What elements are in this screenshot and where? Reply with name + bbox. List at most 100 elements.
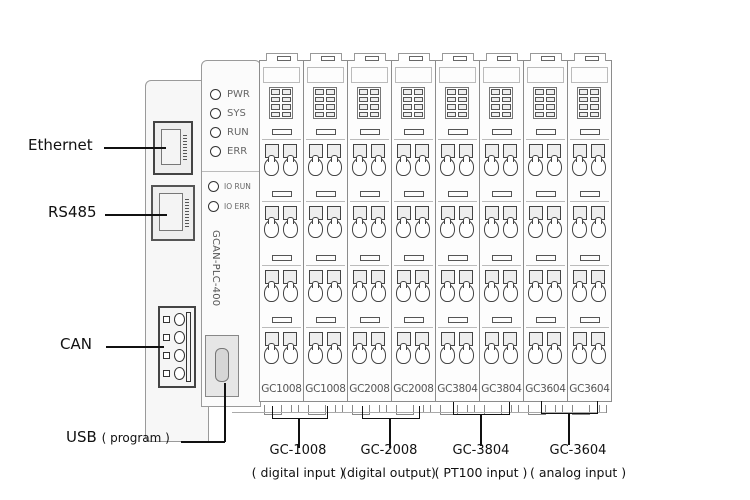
wire-clamp-icon bbox=[591, 217, 606, 238]
callout-usb-label: USB bbox=[66, 428, 97, 446]
slot-icon bbox=[360, 129, 380, 135]
wire-clamp-icon bbox=[283, 217, 298, 238]
wire-clamp-icon bbox=[327, 343, 342, 364]
wire-clamp-icon bbox=[264, 217, 279, 238]
slot-icon bbox=[536, 255, 556, 261]
wire-clamp-icon bbox=[352, 343, 367, 364]
wire-clamp-icon bbox=[459, 281, 474, 302]
terminal-pair bbox=[350, 139, 389, 198]
module-foot bbox=[528, 405, 546, 415]
slot-icon bbox=[448, 191, 468, 197]
module-latch bbox=[266, 53, 298, 61]
callout-ethernet: Ethernet bbox=[28, 136, 93, 154]
wire-clamp-icon bbox=[572, 281, 587, 302]
module-header bbox=[307, 67, 344, 83]
wire-clamp-icon bbox=[440, 155, 455, 176]
wire-clamp-icon bbox=[396, 281, 411, 302]
wire-clamp-icon bbox=[547, 281, 562, 302]
slot-icon bbox=[536, 191, 556, 197]
slot-icon bbox=[580, 191, 600, 197]
io-module: GC1008 bbox=[303, 53, 348, 415]
terminal-pair bbox=[438, 201, 477, 260]
bracket-gc1008 bbox=[272, 406, 328, 419]
bracket-stem bbox=[389, 418, 391, 448]
wire-clamp-icon bbox=[591, 343, 606, 364]
wire-clamp-icon bbox=[415, 343, 430, 364]
module-latch bbox=[310, 53, 342, 61]
wire-clamp-icon bbox=[528, 343, 543, 364]
slot-icon bbox=[448, 317, 468, 323]
wire-clamp-icon bbox=[308, 281, 323, 302]
terminal-pair bbox=[438, 327, 477, 386]
usb-socket-icon bbox=[215, 348, 229, 382]
wire-clamp-icon bbox=[528, 217, 543, 238]
wire-clamp-icon bbox=[547, 217, 562, 238]
slot-icon bbox=[360, 317, 380, 323]
wire-clamp-icon bbox=[371, 343, 386, 364]
wire-clamp-icon bbox=[459, 217, 474, 238]
wire-clamp-icon bbox=[264, 281, 279, 302]
bracket-stem bbox=[480, 414, 482, 446]
module-header bbox=[351, 67, 388, 83]
led-indicator-icon bbox=[208, 181, 219, 192]
module-header bbox=[571, 67, 608, 83]
slot-icon bbox=[580, 129, 600, 135]
led-err: ERR bbox=[210, 146, 247, 157]
module-header bbox=[527, 67, 564, 83]
slot-icon bbox=[492, 129, 512, 135]
io-module: GC3804 bbox=[435, 53, 480, 415]
module-label: GC2008 bbox=[393, 383, 434, 395]
slot-icon bbox=[448, 129, 468, 135]
bracket-gc2008 bbox=[362, 406, 420, 419]
terminal-pair bbox=[306, 327, 345, 386]
panel-divider bbox=[202, 171, 260, 172]
terminal-pair bbox=[394, 139, 433, 198]
wire-clamp-icon bbox=[327, 281, 342, 302]
wire-clamp-icon bbox=[371, 155, 386, 176]
wire-clamp-icon bbox=[283, 343, 298, 364]
terminal-pair bbox=[262, 201, 301, 260]
led-label: SYS bbox=[227, 108, 246, 119]
module-latch bbox=[354, 53, 386, 61]
slot-icon bbox=[580, 317, 600, 323]
group-label-gc1008: GC-1008 ( digital input ) bbox=[250, 440, 346, 484]
group-description: (digital output) bbox=[342, 465, 436, 480]
wire-clamp-icon bbox=[484, 217, 499, 238]
led-indicator-icon bbox=[210, 127, 221, 138]
module-latch bbox=[398, 53, 430, 61]
module-led-grid-icon bbox=[533, 87, 557, 119]
slot-icon bbox=[448, 255, 468, 261]
wire-clamp-icon bbox=[415, 281, 430, 302]
group-description: ( PT100 input ) bbox=[434, 465, 528, 480]
leader-line-usb-v bbox=[224, 383, 226, 442]
module-label: GC3604 bbox=[569, 383, 610, 395]
group-label-gc3804: GC-3804 ( PT100 input ) bbox=[433, 440, 529, 484]
module-led-grid-icon bbox=[489, 87, 513, 119]
io-module: GC1008 bbox=[259, 53, 304, 415]
module-foot bbox=[396, 405, 414, 415]
pin-contacts bbox=[183, 135, 187, 161]
led-label: RUN bbox=[227, 127, 249, 138]
terminal-pair bbox=[570, 139, 609, 198]
callout-usb: USB ( program ) bbox=[66, 428, 170, 446]
slot-icon bbox=[360, 191, 380, 197]
terminal-pair bbox=[526, 327, 565, 386]
terminal-pair bbox=[350, 201, 389, 260]
slot-icon bbox=[316, 191, 336, 197]
bracket-stem bbox=[568, 413, 570, 445]
module-label: GC3604 bbox=[525, 383, 566, 395]
slot-icon bbox=[492, 317, 512, 323]
led-sys: SYS bbox=[210, 108, 246, 119]
terminal-pair bbox=[526, 265, 565, 324]
terminal-pair bbox=[482, 201, 521, 260]
wire-clamp-icon bbox=[459, 343, 474, 364]
led-io-err: IO ERR bbox=[208, 201, 250, 212]
terminal-pair bbox=[526, 201, 565, 260]
wire-clamp-icon bbox=[396, 217, 411, 238]
io-module: GC2008 bbox=[391, 53, 436, 415]
leader-line-rs485 bbox=[105, 214, 167, 216]
slot-icon bbox=[404, 129, 424, 135]
terminal-bar bbox=[186, 312, 191, 382]
wire-clamp-icon bbox=[440, 217, 455, 238]
wire-clamp-icon bbox=[308, 343, 323, 364]
